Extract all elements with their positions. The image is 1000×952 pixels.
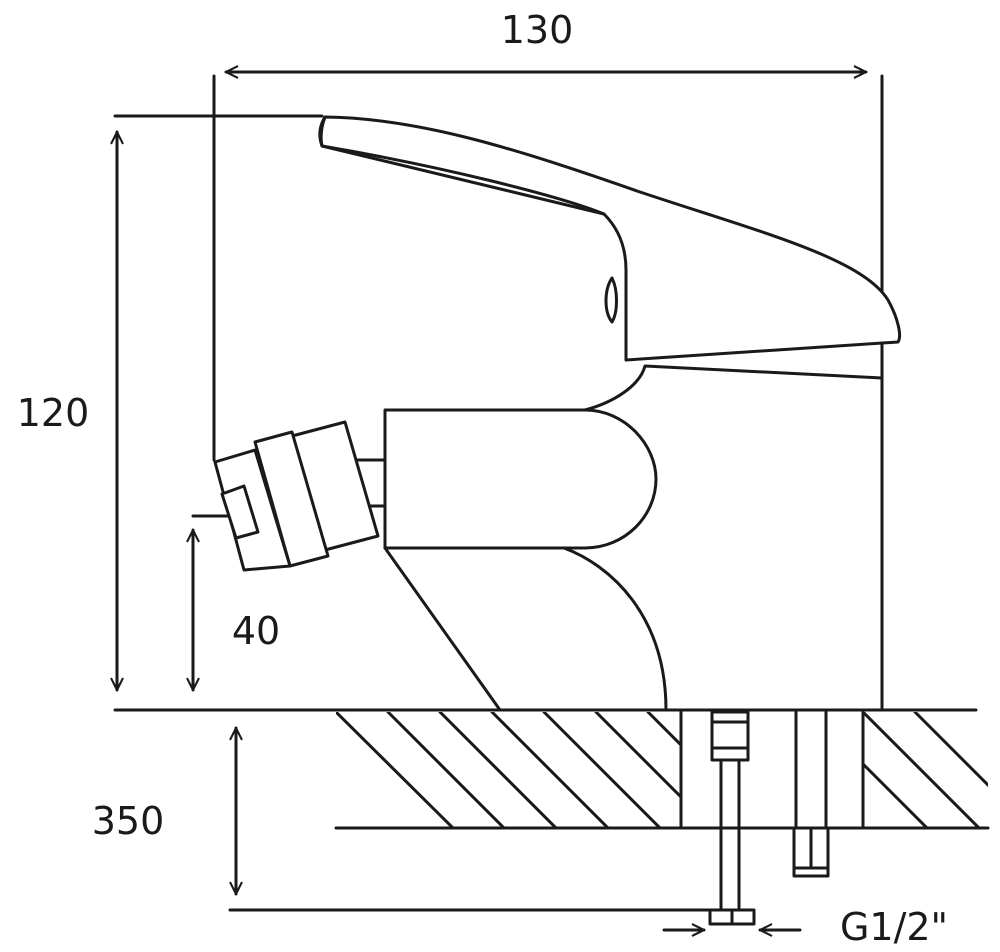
connection-label: G1/2": [840, 905, 948, 949]
pipe-collar: [710, 710, 750, 762]
spout-height-label: 40: [232, 609, 280, 653]
height-dimension: 120: [17, 114, 324, 692]
connection-dimension: G1/2": [662, 905, 948, 949]
width-label: 130: [501, 8, 574, 52]
pipe-length-dimension: 350: [92, 726, 712, 912]
supply-pipe: [708, 710, 756, 926]
spout-body: [383, 408, 658, 550]
deck-hatch-left: [336, 712, 681, 828]
height-label: 120: [17, 391, 90, 435]
lever-handle: [318, 115, 902, 362]
width-dimension: 130: [212, 8, 884, 712]
spray-nozzle: [213, 420, 387, 572]
deck-section: [113, 708, 990, 830]
lever-shape: [318, 115, 902, 362]
faucet-neck: [583, 364, 884, 412]
pipe-length-label: 350: [92, 799, 165, 843]
mounting-stud: [792, 710, 830, 878]
spout-height-dimension: 40: [186, 514, 280, 692]
lever-indicator-icon: [604, 276, 618, 324]
faucet-body: [383, 364, 884, 712]
deck-hatch-right: [863, 712, 988, 828]
nozzle-outlet: [220, 484, 260, 540]
faucet-base: [383, 546, 668, 712]
lever-top-curve: [319, 115, 606, 216]
